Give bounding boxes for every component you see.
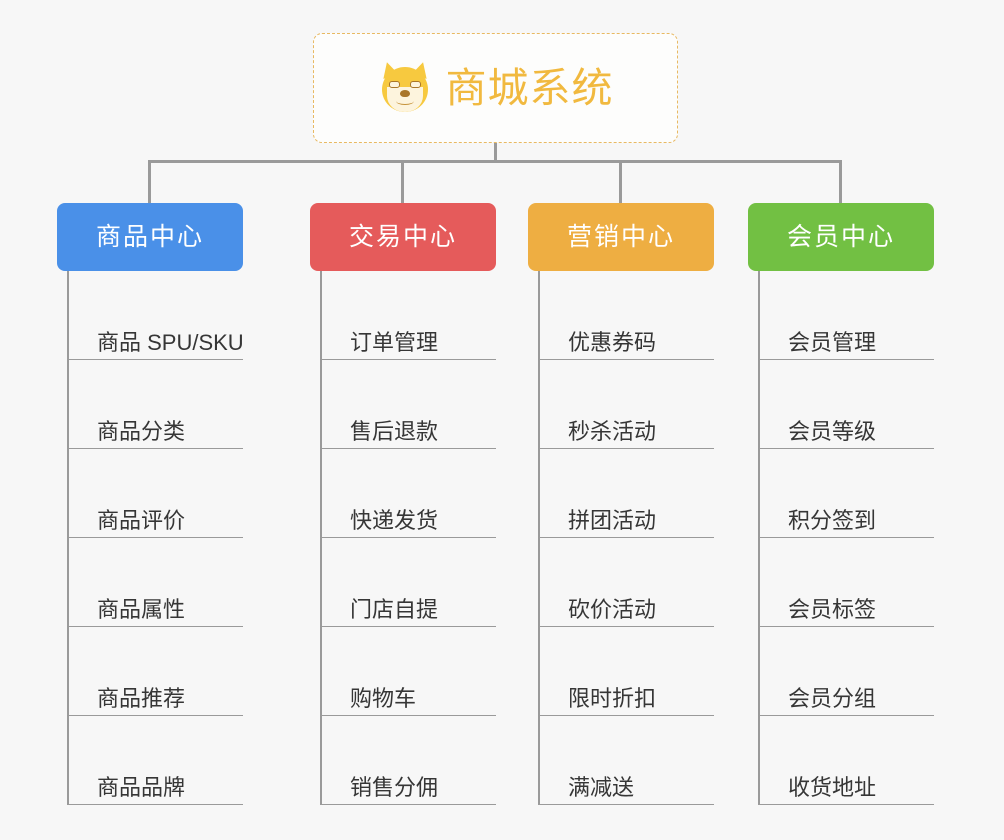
- leaf-list-product-center: 商品 SPU/SKU 商品分类商品评价商品属性商品推荐商品品牌: [67, 271, 244, 805]
- leaf-item-label: 限时折扣: [568, 685, 657, 711]
- leaf-item-label: 拼团活动: [568, 507, 657, 533]
- leaf-item-label: 售后退款: [350, 418, 439, 444]
- leaf-item-label: 砍价活动: [568, 596, 657, 622]
- leaf-item-label: 销售分佣: [350, 774, 439, 800]
- connector-root-stem: [494, 143, 497, 163]
- connector-drop-member-center: [839, 160, 842, 204]
- leaf-item-label: 商品属性: [97, 596, 186, 622]
- leaf-item-label: 商品 SPU/SKU: [97, 329, 244, 355]
- category-card-member-center[interactable]: 会员中心: [748, 203, 934, 271]
- leaf-item[interactable]: 满减送: [540, 716, 714, 805]
- leaf-item-label: 收货地址: [788, 774, 877, 800]
- leaf-item-label: 积分签到: [788, 507, 877, 533]
- leaf-item[interactable]: 售后退款: [322, 360, 496, 449]
- category-card-marketing-center[interactable]: 营销中心: [528, 203, 714, 271]
- connector-horizontal-bus: [148, 160, 842, 163]
- leaf-item[interactable]: 限时折扣: [540, 627, 714, 716]
- leaf-item-label: 会员管理: [788, 329, 877, 355]
- leaf-list-trade-center: 订单管理售后退款快递发货门店自提购物车销售分佣: [320, 271, 496, 805]
- leaf-item[interactable]: 拼团活动: [540, 449, 714, 538]
- column-product-center: 商品中心 商品 SPU/SKU 商品分类商品评价商品属性商品推荐商品品牌: [57, 203, 244, 805]
- root-title: 商城系统: [445, 64, 614, 111]
- leaf-item-label: 商品品牌: [97, 774, 186, 800]
- leaf-item[interactable]: 商品属性: [69, 538, 243, 627]
- leaf-item-label: 商品评价: [97, 507, 186, 533]
- leaf-item[interactable]: 商品品牌: [69, 716, 243, 805]
- leaf-item-label: 商品推荐: [97, 685, 186, 711]
- connector-drop-product-center: [148, 160, 151, 204]
- leaf-item[interactable]: 商品评价: [69, 449, 243, 538]
- leaf-item[interactable]: 优惠券码: [540, 271, 714, 360]
- leaf-item[interactable]: 快递发货: [322, 449, 496, 538]
- column-member-center: 会员中心 会员管理会员等级积分签到会员标签会员分组收货地址: [748, 203, 934, 805]
- leaf-item[interactable]: 订单管理: [322, 271, 496, 360]
- column-trade-center: 交易中心 订单管理售后退款快递发货门店自提购物车销售分佣: [310, 203, 496, 805]
- leaf-item[interactable]: 收货地址: [760, 716, 934, 805]
- leaf-item[interactable]: 砍价活动: [540, 538, 714, 627]
- leaf-item[interactable]: 秒杀活动: [540, 360, 714, 449]
- leaf-item[interactable]: 商品分类: [69, 360, 243, 449]
- leaf-item[interactable]: 购物车: [322, 627, 496, 716]
- leaf-item-label: 秒杀活动: [568, 418, 657, 444]
- leaf-item-label: 会员标签: [788, 596, 877, 622]
- leaf-item[interactable]: 门店自提: [322, 538, 496, 627]
- leaf-item[interactable]: 会员管理: [760, 271, 934, 360]
- leaf-item-label: 优惠券码: [568, 329, 657, 355]
- shiba-inu-icon: [378, 60, 432, 115]
- leaf-list-member-center: 会员管理会员等级积分签到会员标签会员分组收货地址: [758, 271, 934, 805]
- leaf-item[interactable]: 会员等级: [760, 360, 934, 449]
- category-card-trade-center[interactable]: 交易中心: [310, 203, 496, 271]
- leaf-item-label: 门店自提: [350, 596, 439, 622]
- category-card-product-center[interactable]: 商品中心: [57, 203, 243, 271]
- leaf-item-label: 满减送: [568, 774, 635, 800]
- leaf-item-label: 会员分组: [788, 685, 877, 711]
- connector-drop-marketing-center: [619, 160, 622, 204]
- leaf-item-label: 会员等级: [788, 418, 877, 444]
- leaf-item-label: 商品分类: [97, 418, 186, 444]
- column-marketing-center: 营销中心 优惠券码秒杀活动拼团活动砍价活动限时折扣满减送: [528, 203, 714, 805]
- leaf-item[interactable]: 商品推荐: [69, 627, 243, 716]
- leaf-item[interactable]: 商品 SPU/SKU: [69, 271, 244, 360]
- leaf-item-label: 订单管理: [350, 329, 439, 355]
- root-node[interactable]: 商城系统: [313, 33, 678, 143]
- connector-drop-trade-center: [401, 160, 404, 204]
- leaf-item-label: 快递发货: [350, 507, 439, 533]
- leaf-item[interactable]: 销售分佣: [322, 716, 496, 805]
- leaf-item[interactable]: 积分签到: [760, 449, 934, 538]
- leaf-item-label: 购物车: [350, 685, 417, 711]
- leaf-list-marketing-center: 优惠券码秒杀活动拼团活动砍价活动限时折扣满减送: [538, 271, 714, 805]
- leaf-item[interactable]: 会员标签: [760, 538, 934, 627]
- leaf-item[interactable]: 会员分组: [760, 627, 934, 716]
